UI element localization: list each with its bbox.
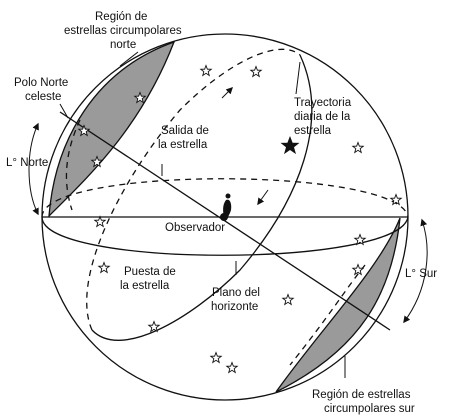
south-region-label-line2: circumpolares sur	[324, 403, 415, 415]
horizon-plane-label-line2: horizonte	[211, 301, 258, 313]
horizon-front-half	[41, 216, 409, 256]
star-trajectory-front	[91, 54, 313, 341]
stars	[77, 64, 403, 374]
north-pole-label-line2: celeste	[25, 91, 61, 103]
star-icon	[147, 320, 161, 333]
north-pole-label-line1: Polo Norte	[14, 77, 68, 89]
lat-north-label: L° Norte	[6, 157, 48, 169]
lat-north-arrow	[28, 122, 39, 216]
trajectory-label-line2: diaria de la	[294, 111, 351, 123]
sunrise-label-line2: la estrella	[158, 139, 208, 151]
south-region-label-line1: Región de estrellas	[312, 389, 411, 401]
star-icon	[351, 141, 365, 154]
north-pole-leader	[59, 103, 69, 119]
star-icon	[389, 193, 403, 206]
sunrise-label-line1: Salida de	[161, 125, 209, 137]
north-region-label-line1: Región de	[95, 11, 147, 23]
north-circumpolar-region	[48, 40, 176, 218]
star-icon	[133, 91, 147, 104]
star-on-trajectory-icon	[280, 136, 300, 155]
celestial-axis	[59, 111, 391, 331]
star-icon	[97, 261, 111, 274]
sunset-label-line1: Puesta de	[124, 266, 176, 278]
trajectory-label-line3: estrella	[294, 125, 332, 137]
star-icon	[353, 233, 367, 246]
trajectory-label-line1: Trayectoria	[294, 97, 352, 109]
trajectory-leader	[295, 61, 301, 95]
lat-south-arrow	[403, 218, 428, 324]
sunset-label-line2: la estrella	[120, 280, 170, 292]
star-icon	[77, 124, 91, 137]
star-icon	[249, 65, 263, 78]
north-region-label-line2: estrellas circumpolares	[64, 25, 182, 37]
star-icon	[225, 361, 239, 374]
trajectory-arrow-top	[221, 87, 233, 99]
star-icon	[90, 155, 104, 168]
star-icon	[281, 293, 295, 306]
south-circumpolar-region	[275, 217, 401, 393]
north-circle-dashed-arc	[65, 119, 81, 211]
star-icon	[209, 351, 223, 364]
labels: Región de estrellas circumpolares norte …	[6, 11, 437, 415]
north-region-label-line3: norte	[110, 39, 136, 51]
horizon-back-half	[41, 178, 409, 218]
trajectory-arrow-bottom	[257, 189, 269, 206]
horizon-plane-label-line1: Plano del	[212, 287, 260, 299]
observer-label: Observador	[165, 222, 225, 234]
star-trajectory-back	[86, 48, 301, 331]
star-icon	[199, 64, 213, 77]
north-region-leader	[119, 51, 139, 67]
star-icon	[93, 215, 107, 228]
lat-south-label: L° Sur	[405, 268, 437, 280]
star-icon	[351, 263, 365, 276]
observer-figure-icon	[220, 193, 232, 221]
